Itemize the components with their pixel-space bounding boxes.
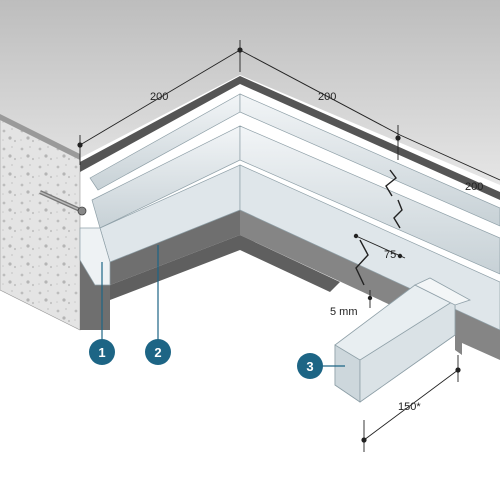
ceiling-track [80,76,500,200]
callout-2: 2 [145,339,171,365]
joint-line-lower [393,199,403,229]
svg-text:3: 3 [306,359,313,374]
dim-right-width: 200 [465,181,483,193]
wall-top-edge [0,114,80,160]
screw-fixing [39,190,87,216]
dim-middle-width: 200 [318,91,336,103]
dim-gap: 5 mm [330,306,358,318]
dimension-lines [79,40,500,452]
bulkhead-lower-band [110,235,340,300]
ceiling-surface [0,0,500,185]
joint-line-drop [355,239,369,286]
joint-line-upper [385,169,397,197]
callout-leaders [101,245,345,367]
dim-left-width: 200 [150,91,168,103]
profile-right-mid [239,125,500,275]
dim-offset: 75 [384,249,396,261]
svg-text:1: 1 [98,345,105,360]
bulkhead-left-face [80,210,240,330]
svg-text:2: 2 [154,345,161,360]
profile-right-upper [239,93,500,227]
callout-3: 3 [297,353,323,379]
dimension-ticks [77,47,461,443]
callout-1: 1 [89,339,115,365]
dim-profile-width: 150* [398,401,421,413]
profile-3-channel [334,277,471,403]
